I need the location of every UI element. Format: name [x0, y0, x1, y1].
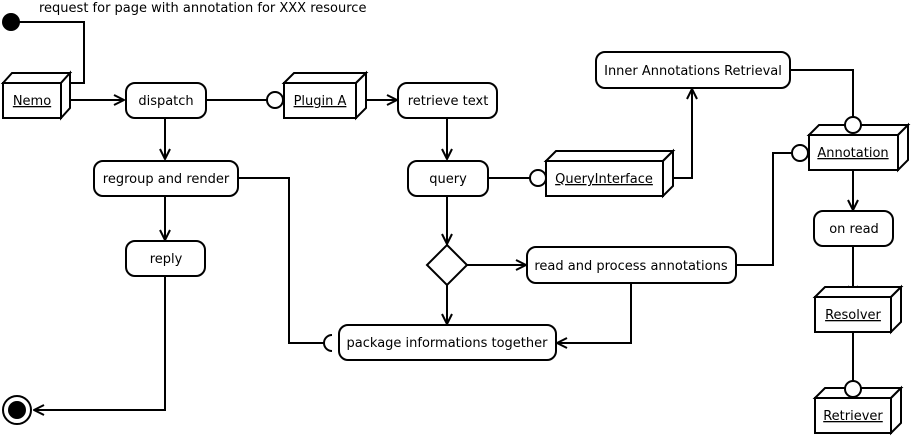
activity-read-process: read and process annotations — [526, 246, 737, 284]
inner-to-annotation-line — [790, 69, 854, 117]
plugin-a-interface — [266, 91, 284, 109]
regroup-to-package-line — [238, 177, 324, 344]
activity-read-process-label: read and process annotations — [534, 259, 727, 274]
end-node — [2, 395, 32, 425]
component-retriever-label: Retriever — [823, 409, 883, 424]
component-resolver: Resolver — [812, 284, 904, 335]
activity-reply: reply — [125, 240, 206, 277]
component-plugin-a-label: Plugin A — [294, 94, 347, 109]
activity-reply-label: reply — [150, 252, 183, 267]
start-to-nemo-line — [11, 21, 85, 84]
start-node — [2, 13, 20, 31]
component-annotation: Annotation — [806, 122, 911, 173]
retriever-interface — [844, 380, 862, 398]
interface-to-inner-arrow — [673, 88, 698, 179]
reply-to-end-arrow — [33, 277, 166, 416]
query-interface-port — [529, 169, 547, 187]
activity-regroup-render: regroup and render — [93, 160, 239, 197]
activity-regroup-render-label: regroup and render — [103, 172, 230, 187]
component-nemo: Nemo — [0, 70, 73, 121]
caption-text: request for page with annotation for XXX… — [39, 1, 366, 16]
component-nemo-label: Nemo — [13, 94, 51, 109]
package-socket — [323, 334, 333, 352]
read-to-package-arrow — [556, 283, 632, 349]
activity-inner-retrieval-label: Inner Annotations Retrieval — [604, 64, 782, 79]
annotation-left-interface — [791, 144, 809, 162]
component-resolver-label: Resolver — [825, 308, 881, 323]
activity-on-read-label: on read — [829, 222, 879, 237]
annotation-top-interface — [844, 116, 862, 134]
connectors — [11, 21, 859, 416]
activity-inner-retrieval: Inner Annotations Retrieval — [595, 51, 791, 89]
activity-retrieve-text-label: retrieve text — [408, 94, 489, 109]
component-retriever: Retriever — [812, 385, 904, 436]
activity-package-label: package informations together — [347, 336, 549, 351]
activity-on-read: on read — [813, 210, 894, 247]
activity-package: package informations together — [338, 324, 557, 361]
activity-query: query — [407, 160, 489, 197]
component-query-interface-label: QueryInterface — [555, 172, 653, 187]
component-plugin-a: Plugin A — [281, 70, 369, 121]
component-annotation-label: Annotation — [817, 146, 888, 161]
activity-dispatch-label: dispatch — [138, 94, 193, 109]
activity-query-label: query — [429, 172, 467, 187]
component-query-interface: QueryInterface — [543, 148, 676, 199]
decision-node — [425, 243, 469, 287]
activity-dispatch: dispatch — [125, 82, 207, 119]
read-to-annotation-line — [736, 152, 792, 266]
activity-retrieve-text: retrieve text — [397, 82, 498, 119]
